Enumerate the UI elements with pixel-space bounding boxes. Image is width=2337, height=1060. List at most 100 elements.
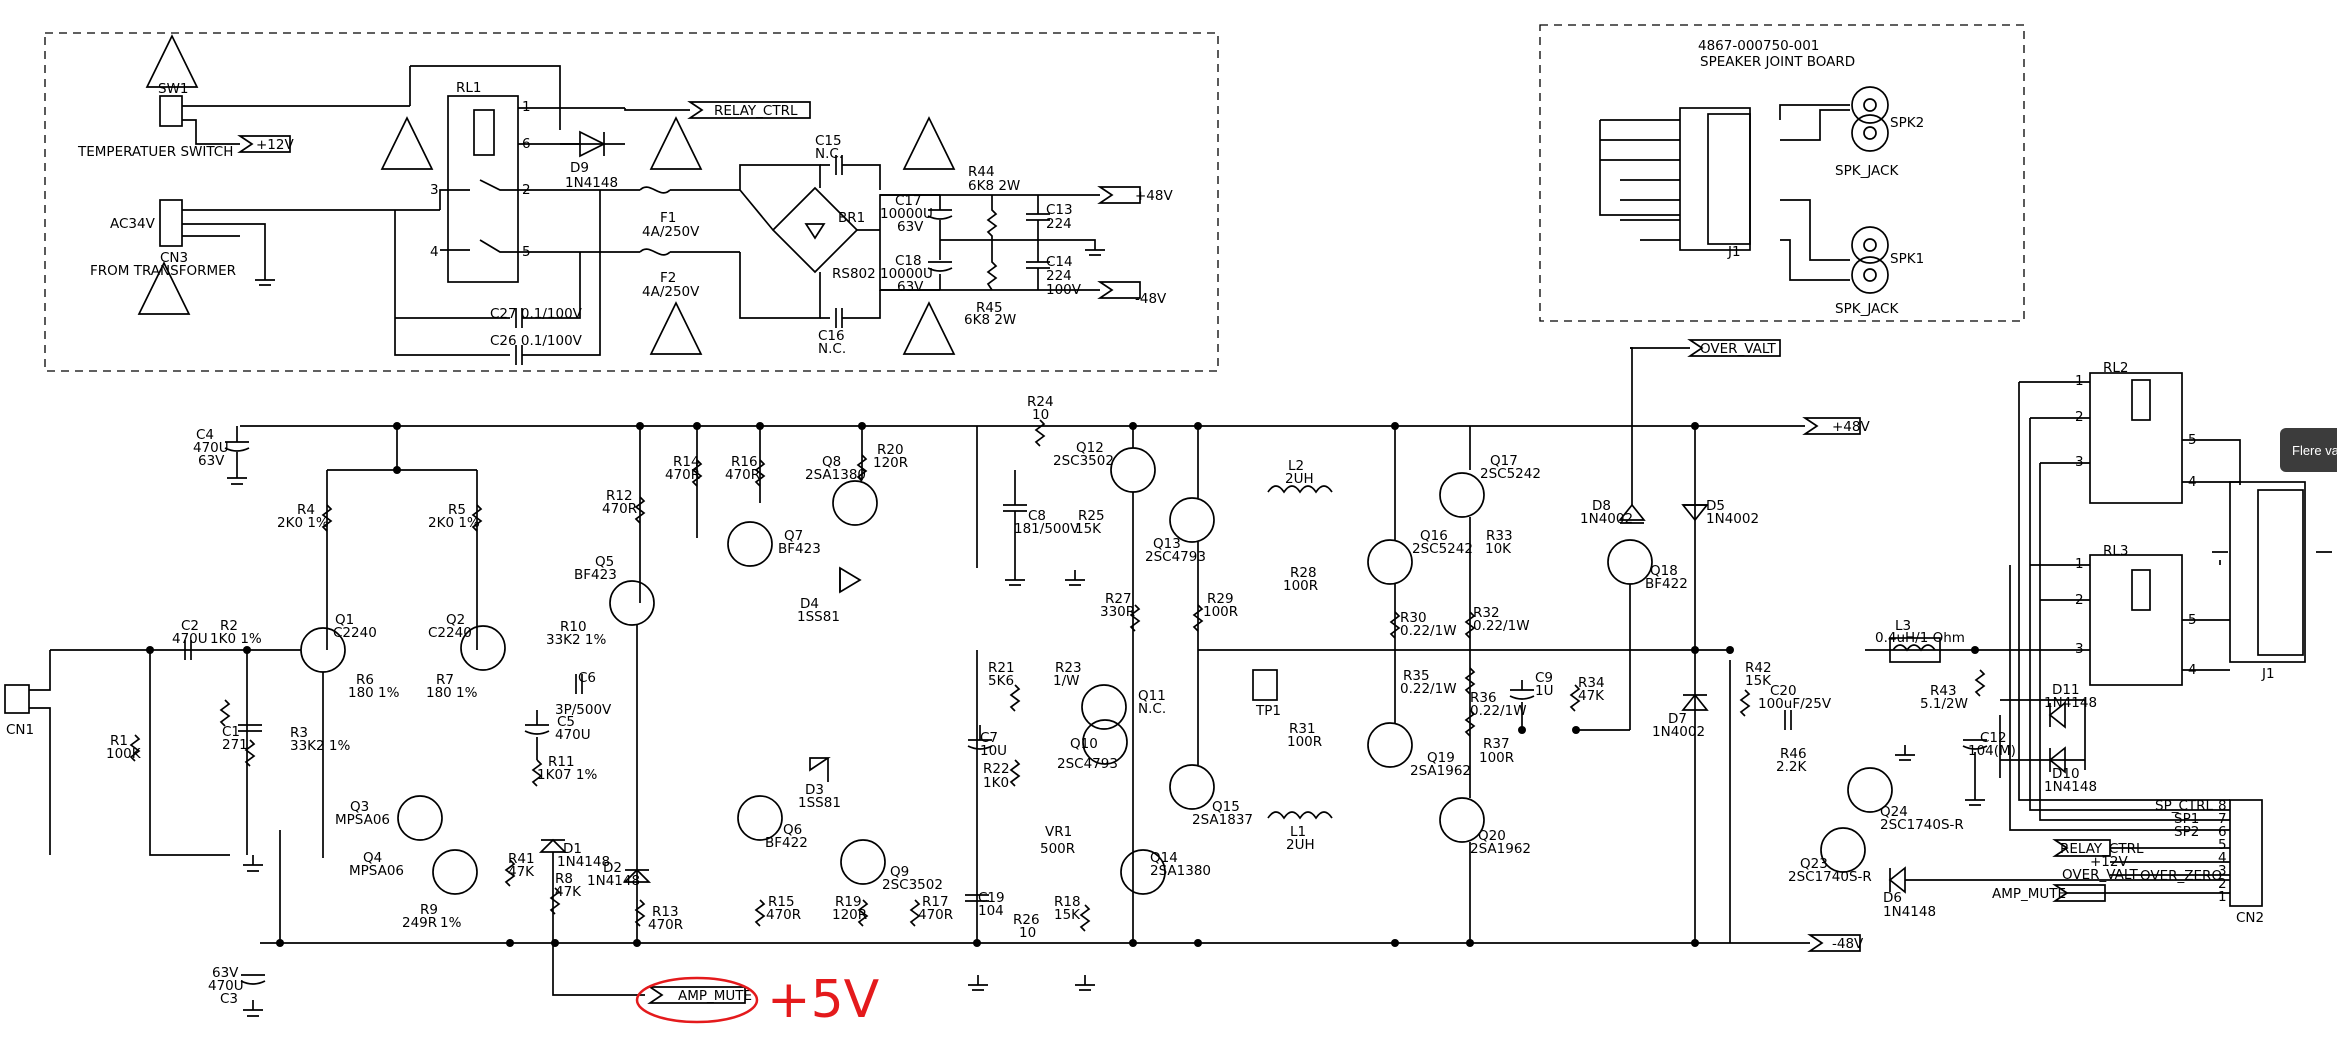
svg-text:Q1: Q1: [335, 612, 354, 628]
svg-text:4: 4: [430, 244, 439, 260]
connector-j1: [2229, 481, 2306, 663]
svg-text:C5: C5: [557, 714, 575, 730]
svg-text:1: 1: [2218, 889, 2227, 905]
svg-text:0.22/1W: 0.22/1W: [1400, 623, 1457, 639]
svg-text:Q19: Q19: [1427, 750, 1455, 766]
svg-text:224: 224: [1046, 268, 1072, 284]
svg-text:R30: R30: [1400, 610, 1427, 626]
svg-text:2K0 1%: 2K0 1%: [277, 515, 329, 531]
svg-text:R3: R3: [290, 725, 308, 741]
svg-text:RS802: RS802: [832, 266, 876, 282]
svg-text:C4: C4: [196, 427, 214, 443]
plus5v-annotation: +5V: [767, 970, 880, 1030]
diode-icons: [538, 503, 2066, 894]
svg-text:6: 6: [522, 136, 531, 152]
svg-text:F1: F1: [660, 210, 676, 226]
svg-text:AMP_MUTE: AMP_MUTE: [678, 988, 752, 1004]
svg-text:C7: C7: [980, 730, 998, 746]
svg-text:0.22/1W: 0.22/1W: [1470, 703, 1527, 719]
svg-text:4: 4: [2188, 474, 2197, 490]
svg-text:AC34V: AC34V: [110, 216, 156, 232]
svg-text:SPK1: SPK1: [1890, 251, 1924, 267]
svg-text:Q14: Q14: [1150, 850, 1178, 866]
svg-text:1SS81: 1SS81: [798, 795, 841, 811]
svg-text:470R: 470R: [918, 907, 953, 923]
svg-text:C16: C16: [818, 328, 845, 344]
svg-text:R44: R44: [968, 164, 995, 180]
svg-text:1/W: 1/W: [1053, 673, 1080, 689]
svg-text:271: 271: [222, 737, 248, 753]
svg-text:SP_CTRL: SP_CTRL: [2155, 798, 2214, 814]
svg-text:1N4148: 1N4148: [2044, 695, 2097, 711]
amplifier-section: +48V -48V OVER_VALT: [4, 339, 2066, 1030]
svg-text:D1: D1: [563, 841, 582, 857]
svg-text:N.C.: N.C.: [818, 341, 846, 357]
svg-text:R18: R18: [1054, 894, 1081, 910]
language-tab[interactable]: Flere væ: [2280, 428, 2337, 472]
svg-text:R28: R28: [1290, 565, 1317, 581]
svg-text:0.4uH/1 Ohm: 0.4uH/1 Ohm: [1875, 630, 1965, 646]
svg-text:R6: R6: [356, 672, 374, 688]
svg-text:100V: 100V: [1046, 282, 1082, 298]
svg-text:C17: C17: [895, 193, 922, 209]
svg-text:RL2: RL2: [2103, 360, 2129, 376]
svg-text:R22: R22: [983, 761, 1010, 777]
speaker-board-box: [1539, 24, 2025, 322]
connector-cn2: [2229, 799, 2263, 907]
svg-text:Q9: Q9: [890, 864, 909, 880]
svg-text:10U: 10U: [980, 743, 1007, 759]
svg-text:100R: 100R: [1283, 578, 1318, 594]
svg-text:1%: 1%: [440, 915, 462, 931]
svg-text:C2240: C2240: [428, 625, 472, 641]
svg-text:500R: 500R: [1040, 841, 1075, 857]
junction-dots: [146, 422, 1979, 947]
svg-text:R4: R4: [297, 502, 315, 518]
svg-text:TEMPERATUER SWITCH: TEMPERATUER SWITCH: [77, 144, 233, 160]
svg-text:4867-000750-001: 4867-000750-001: [1698, 38, 1819, 54]
svg-text:CN2: CN2: [2236, 910, 2264, 926]
plus12-port: [237, 135, 291, 153]
svg-text:R5: R5: [448, 502, 466, 518]
svg-text:470R: 470R: [766, 907, 801, 923]
svg-text:2SC4793: 2SC4793: [1145, 549, 1206, 565]
svg-text:Q4: Q4: [363, 850, 382, 866]
bridge-rectifier-br1: [771, 186, 859, 274]
svg-text:Q13: Q13: [1153, 536, 1181, 552]
ground-icon: [227, 468, 1985, 1017]
svg-text:1U: 1U: [1535, 683, 1553, 699]
svg-text:L3: L3: [1895, 618, 1911, 634]
svg-text:D7: D7: [1668, 711, 1687, 727]
svg-text:MPSA06: MPSA06: [335, 812, 390, 828]
svg-text:R26: R26: [1013, 912, 1040, 928]
svg-text:VR1: VR1: [1045, 824, 1072, 840]
svg-text:Q2: Q2: [446, 612, 465, 628]
svg-text:2SC5242: 2SC5242: [1480, 466, 1541, 482]
svg-text:C18: C18: [895, 253, 922, 269]
svg-text:63V: 63V: [897, 219, 924, 235]
svg-text:33K2 1%: 33K2 1%: [290, 738, 351, 754]
capacitor-icons: [184, 426, 1988, 985]
svg-text:120R: 120R: [873, 455, 908, 471]
svg-text:C1: C1: [222, 724, 240, 740]
svg-text:Q16: Q16: [1420, 528, 1448, 544]
svg-text:L2: L2: [1288, 458, 1304, 474]
svg-text:2SA1380: 2SA1380: [1150, 863, 1211, 879]
svg-text:R14: R14: [673, 454, 700, 470]
svg-text:Q12: Q12: [1076, 440, 1104, 456]
svg-text:1N4148: 1N4148: [587, 873, 640, 889]
svg-text:470R: 470R: [648, 917, 683, 933]
svg-text:MPSA06: MPSA06: [349, 863, 404, 879]
svg-text:47K: 47K: [508, 864, 535, 880]
speaker-board-section: 4867-000750-001 SPEAKER JOINT BOARD SPK2…: [1599, 38, 1924, 317]
svg-text:Q3: Q3: [350, 799, 369, 815]
svg-text:4A/250V: 4A/250V: [642, 284, 700, 300]
svg-text:2: 2: [2075, 592, 2084, 608]
svg-text:100uF/25V: 100uF/25V: [1758, 696, 1832, 712]
relay-rl1: [447, 95, 519, 283]
svg-text:1N4002: 1N4002: [1652, 724, 1705, 740]
svg-text:470U: 470U: [208, 978, 244, 994]
svg-text:63V: 63V: [897, 279, 924, 295]
svg-text:OVER_VALT: OVER_VALT: [2062, 867, 2139, 883]
svg-text:Q18: Q18: [1650, 563, 1678, 579]
